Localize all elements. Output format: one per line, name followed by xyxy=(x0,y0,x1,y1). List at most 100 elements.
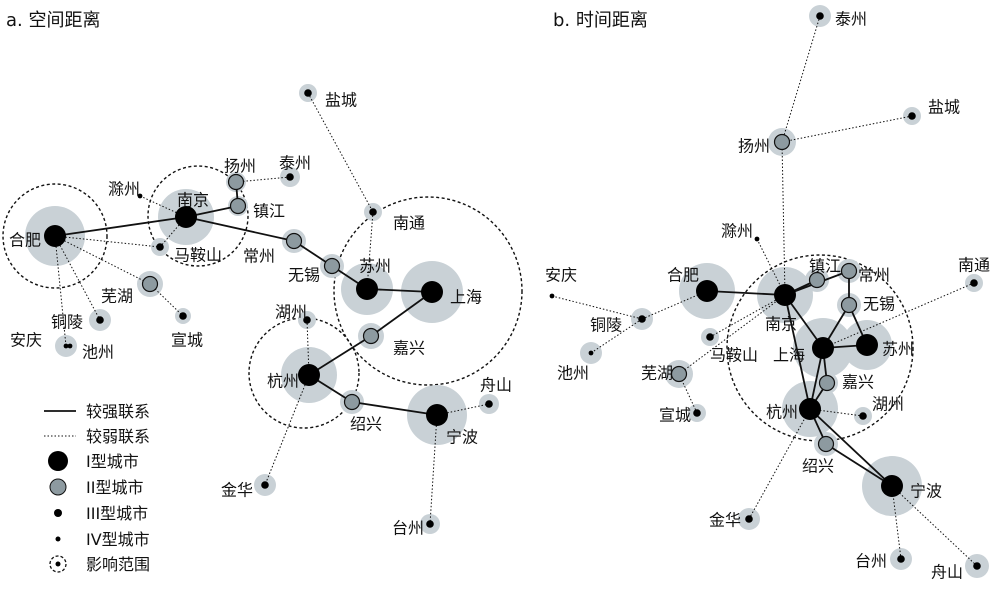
a-influence-range xyxy=(333,196,523,386)
b-weak-link-yangzhou-nanjing xyxy=(781,141,786,296)
a-chuzhou-node xyxy=(137,193,143,199)
legend-range-symbol xyxy=(49,555,67,573)
b-yangzhou-node xyxy=(773,133,791,151)
a-strong-link-hefei-nanjing xyxy=(54,216,187,237)
a-suzhou-node xyxy=(356,278,378,300)
a-huzhou-label: 湖州 xyxy=(275,303,307,322)
b-zhoushan-label: 舟山 xyxy=(931,563,963,582)
legend-type2-symbol xyxy=(49,478,67,496)
a-jinhua-node xyxy=(261,481,269,489)
a-xuancheng-node xyxy=(179,312,187,320)
legend-type3-label: III型城市 xyxy=(86,504,148,523)
b-nanjing-label: 南京 xyxy=(765,315,797,334)
a-shanghai-node xyxy=(421,281,443,303)
b-strong-link-hangzhou-ningbo xyxy=(809,408,893,487)
a-nanjing-label: 南京 xyxy=(177,191,209,210)
b-huzhou-node xyxy=(859,412,867,420)
a-wuhu-node xyxy=(141,275,159,293)
panel-a-title: a. 空间距离 xyxy=(6,10,100,31)
panel-a-network: 合肥南京苏州上海杭州宁波扬州镇江常州无锡芜湖嘉兴绍兴泰州盐城南通马鞍山铜陵宣城湖… xyxy=(2,84,523,538)
b-chuzhou-label: 滁州 xyxy=(721,222,753,241)
b-tongling-label: 铜陵 xyxy=(590,316,622,335)
b-zhoushan-node xyxy=(973,562,981,570)
a-chizhou-node xyxy=(63,343,69,349)
legend-type3-symbol xyxy=(54,509,62,517)
b-nantong-node xyxy=(970,279,978,287)
a-maanshan-node xyxy=(156,243,164,251)
legend-strong-label: 较强联系 xyxy=(86,402,150,421)
b-suzhou-node xyxy=(856,334,878,356)
legend-type1-symbol xyxy=(48,451,68,471)
legend-weak-label: 较弱联系 xyxy=(86,427,150,446)
b-shanghai-label: 上海 xyxy=(773,346,805,365)
b-weak-link-yancheng-yangzhou xyxy=(781,115,913,143)
a-nantong-node xyxy=(369,208,377,216)
legend-type4-symbol xyxy=(55,536,61,542)
legend-type2-label: II型城市 xyxy=(86,478,143,497)
a-yancheng-node xyxy=(304,89,312,97)
a-weak-link-nantong-suzhou xyxy=(366,211,374,290)
b-wuxi-label: 无锡 xyxy=(863,295,895,314)
a-ningbo-node xyxy=(426,404,448,426)
panel-b-network: 合肥南京上海苏州杭州宁波扬州镇江常州无锡芜湖嘉兴绍兴泰州盐城南通马鞍山铜陵宣城湖… xyxy=(545,5,990,582)
a-weak-link-hefei-wuhu xyxy=(54,235,151,285)
legend-range-label: 影响范围 xyxy=(86,555,150,574)
a-huzhou-node xyxy=(303,316,311,324)
b-huzhou-label: 湖州 xyxy=(872,395,904,414)
b-jiaxing-label: 嘉兴 xyxy=(842,373,874,392)
a-nanjing-node xyxy=(175,206,197,228)
a-tongling-node xyxy=(96,316,104,324)
a-jiaxing-node xyxy=(362,327,380,345)
a-changzhou-node xyxy=(285,232,303,250)
a-taizhou_js-node xyxy=(286,173,294,181)
b-ningbo-node xyxy=(881,475,903,497)
a-shaoxing-label: 绍兴 xyxy=(350,415,382,434)
legend-type1-label: I型城市 xyxy=(86,452,139,471)
b-chizhou-node xyxy=(588,350,594,356)
a-taizhou_zj-node xyxy=(426,520,434,528)
a-chizhou-label: 池州 xyxy=(82,343,114,362)
b-chuzhou-node xyxy=(754,236,760,242)
a-hangzhou-label: 杭州 xyxy=(267,372,299,391)
b-strong-link-shaoxing-ningbo xyxy=(825,443,893,487)
a-jinhua-label: 金华 xyxy=(221,481,253,500)
a-hangzhou-node xyxy=(298,364,320,386)
b-wuhu-label: 芜湖 xyxy=(641,364,673,383)
a-strong-link-jiaxing-hangzhou xyxy=(308,335,372,376)
b-nantong-label: 南通 xyxy=(958,256,990,275)
b-weak-link-wuhu-nanjing xyxy=(678,294,786,375)
a-weak-link-hefei-chizhou xyxy=(54,235,67,347)
b-shaoxing-node xyxy=(817,435,835,453)
b-zhenjiang-node xyxy=(808,271,826,289)
b-taizhou_js-node xyxy=(816,12,824,20)
panel-b-title: b. 时间距离 xyxy=(553,10,648,31)
b-maanshan-label: 马鞍山 xyxy=(710,346,758,365)
a-ningbo-label: 宁波 xyxy=(446,428,478,447)
a-zhenjiang-label: 镇江 xyxy=(253,202,285,221)
b-yangzhou-label: 扬州 xyxy=(738,137,770,156)
b-weak-link-tongling-hefei xyxy=(641,290,708,320)
b-xuancheng-label: 宣城 xyxy=(659,406,691,425)
a-anqing-node xyxy=(67,343,73,349)
a-influence-range xyxy=(147,165,249,267)
b-jinhua-node xyxy=(745,515,753,523)
b-wuxi-node xyxy=(840,296,858,314)
a-yangzhou-label: 扬州 xyxy=(224,157,256,176)
a-jiaxing-label: 嘉兴 xyxy=(393,339,425,358)
a-wuhu-label: 芜湖 xyxy=(101,287,133,306)
b-xuancheng-node xyxy=(693,409,701,417)
a-influence-range xyxy=(2,183,108,289)
b-anqing-label: 安庆 xyxy=(545,266,577,285)
a-strong-link-shaoxing-ningbo xyxy=(351,401,438,416)
a-shaoxing-node xyxy=(343,393,361,411)
b-hefei-node xyxy=(696,280,718,302)
a-weak-link-hefei-maanshan xyxy=(54,235,161,248)
b-hangzhou-node xyxy=(799,398,821,420)
a-anqing-label: 安庆 xyxy=(10,331,42,350)
legend: 较强联系 较弱联系 I型城市 II型城市 III型城市 IV型城市 影响范围 xyxy=(44,402,150,574)
b-taizhou_zj-node xyxy=(897,555,905,563)
b-weak-link-anqing-tongling xyxy=(551,295,643,320)
b-jinhua-label: 金华 xyxy=(709,511,741,530)
b-jiaxing-node xyxy=(818,374,836,392)
b-shanghai-node xyxy=(812,337,834,359)
